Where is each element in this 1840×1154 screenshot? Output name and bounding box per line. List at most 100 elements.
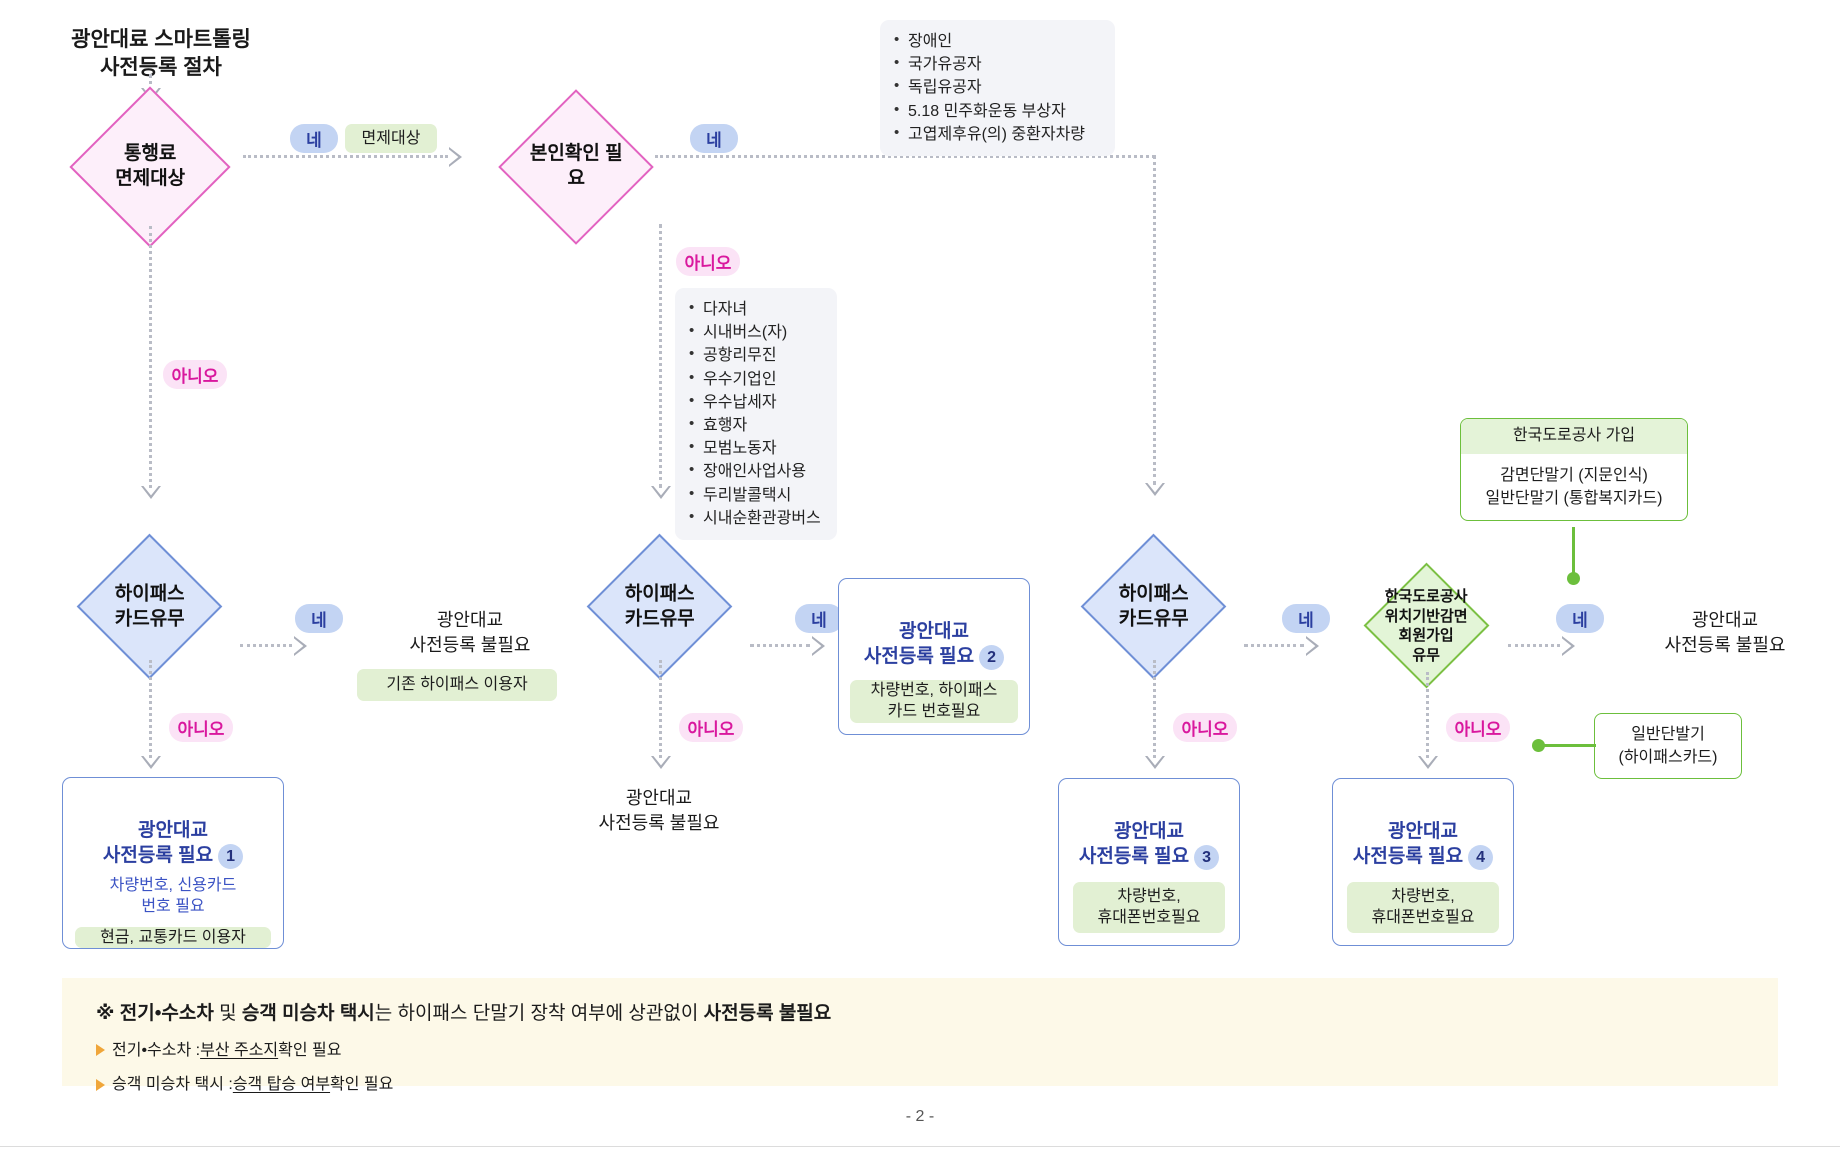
triangle-bullet-icon	[96, 1078, 105, 1091]
edge-label-no-hipass3: 아니오	[1173, 713, 1237, 742]
list-item: 우수납세자	[689, 390, 821, 414]
connector-exjoin-dot	[1567, 572, 1580, 585]
edge-label-yes-exmember: 네	[1556, 604, 1604, 633]
connector-toll-no-down	[149, 226, 152, 488]
footer-note-headline: ※ 전기•수소차 및 승객 미승차 택시는 하이패스 단말기 장착 여부에 상관…	[96, 1000, 1744, 1029]
result-card-4-chip: 차량번호, 휴대폰번호필요	[1347, 881, 1499, 933]
decision-hipass-card-1-label: 하이패스 카드유무	[114, 582, 185, 629]
connector-identity-yes	[655, 155, 1155, 158]
info-box-general-unit-body: 일반단발기 (하이패스카드)	[1618, 725, 1718, 766]
footer-note-row-1-underline: 부산 주소지	[200, 1041, 279, 1059]
connector-generalunit-dot	[1532, 739, 1545, 752]
outcome-no-register-3: 광안대교 사전등록 불필요	[1664, 610, 1786, 656]
decision-hipass-card-3[interactable]: 하이패스 카드유무	[1080, 533, 1227, 680]
footer-divider	[0, 1146, 1840, 1147]
list-item: 5.18 민주화운동 부상자	[894, 99, 1099, 123]
footer-note-reg-2: 는 하이패스 단말기 장착 여부에 상관없이	[374, 1003, 704, 1024]
decision-toll-exempt-label: 통행료 면제대상	[115, 143, 185, 189]
connector-identity-no-down	[659, 224, 662, 488]
page-number: - 2 -	[905, 1108, 935, 1125]
list-identity-yes: 장애인 국가유공자 독립유공자 5.18 민주화운동 부상자 고엽제후유(의) …	[880, 20, 1115, 156]
result-card-1-number: 1	[218, 843, 244, 869]
connector-title-to-toll	[149, 74, 152, 92]
list-item: 국가유공자	[894, 52, 1099, 76]
list-item: 장애인사업사용	[689, 459, 821, 483]
info-box-ex-join-head: 한국도로공사 가입	[1461, 419, 1687, 454]
result-card-1-sub: 차량번호, 신용카드 번호 필요	[109, 876, 237, 916]
footer-note-row-2-pre: 승객 미승차 택시 :	[112, 1076, 233, 1094]
connector-hipass3-yes	[1244, 644, 1304, 647]
chevron-right-icon	[1562, 636, 1575, 656]
result-card-2-title: 광안대교 사전등록 필요	[863, 621, 975, 668]
footer-note-row-1-post: 확인 필요	[278, 1041, 342, 1059]
edge-label-no-toll: 아니오	[163, 360, 227, 389]
connector-hipass2-yes	[750, 644, 810, 647]
list-item: 시내버스(자)	[689, 320, 821, 344]
edge-label-no-hipass1: 아니오	[169, 713, 233, 742]
list-item: 우수기업인	[689, 367, 821, 391]
edge-label-yes-hipass2: 네	[795, 604, 843, 633]
chevron-right-icon	[812, 636, 825, 656]
chevron-right-icon	[1306, 636, 1319, 656]
decision-identity-check-label: 본인확인 필요	[529, 143, 623, 189]
chip-exempt-target: 면제대상	[345, 124, 437, 153]
triangle-bullet-icon	[96, 1044, 105, 1057]
footer-note-row-1-pre: 전기•수소차 :	[112, 1041, 201, 1059]
outcome-no-register-2: 광안대교 사전등록 불필요	[598, 788, 720, 834]
list-item: 장애인	[894, 29, 1099, 53]
decision-ex-member[interactable]: 한국도로공사 위치기반감면 회원가입 유무	[1363, 562, 1490, 689]
decision-toll-exempt[interactable]: 통행료 면제대상	[69, 86, 231, 248]
footer-note-row-2-post: 확인 필요	[330, 1076, 394, 1094]
outcome-no-register-1: 광안대교 사전등록 불필요	[409, 610, 531, 656]
result-card-3-title: 광안대교 사전등록 필요	[1078, 821, 1190, 868]
result-card-1-title: 광안대교 사전등록 필요	[102, 820, 214, 867]
edge-label-yes-hipass3: 네	[1282, 604, 1330, 633]
edge-label-yes-hipass1: 네	[295, 604, 343, 633]
decision-ex-member-label: 한국도로공사 위치기반감면 회원가입 유무	[1385, 587, 1468, 664]
footer-note: ※ 전기•수소차 및 승객 미승차 택시는 하이패스 단말기 장착 여부에 상관…	[62, 978, 1778, 1093]
connector-generalunit-line	[1540, 744, 1596, 747]
footer-note-bold-2: 승객 미승차 택시	[241, 1003, 375, 1024]
decision-hipass-card-2-label: 하이패스 카드유무	[624, 582, 695, 629]
connector-exmember-yes	[1508, 644, 1560, 647]
result-card-3-chip: 차량번호, 휴대폰번호필요	[1073, 881, 1225, 933]
edge-label-yes-identity: 네	[690, 124, 738, 153]
connector-identity-yes-down	[1153, 155, 1156, 485]
info-box-ex-join: 한국도로공사 가입 감면단말기 (지문인식) 일반단말기 (통합복지카드)	[1460, 418, 1688, 522]
footer-note-row-1: 전기•수소차 : 부산 주소지 확인 필요	[96, 1038, 1744, 1064]
list-item: 다자녀	[689, 297, 821, 321]
result-card-4-number: 4	[1468, 844, 1494, 870]
edge-label-yes-toll: 네	[290, 124, 338, 153]
page-title: 광안대료 스마트톨링 사전등록 절차	[71, 28, 251, 80]
connector-exmember-no-down	[1426, 672, 1429, 758]
footer-note-row-2-underline: 승객 탑승 여부	[232, 1076, 331, 1094]
footer-note-bold-1: ※ 전기•수소차	[96, 1003, 214, 1024]
decision-identity-check[interactable]: 본인확인 필요	[498, 89, 654, 245]
list-item: 효행자	[689, 413, 821, 437]
result-card-4-title: 광안대교 사전등록 필요	[1352, 821, 1464, 868]
decision-hipass-card-2[interactable]: 하이패스 카드유무	[586, 533, 733, 680]
connector-hipass1-no-down	[149, 660, 152, 758]
info-box-general-unit: 일반단발기 (하이패스카드)	[1594, 713, 1742, 779]
footer-note-bold-3: 사전등록 불필요	[703, 1003, 832, 1024]
footer-note-reg-1: 및	[213, 1003, 242, 1024]
edge-label-no-identity: 아니오	[676, 247, 740, 276]
list-identity-no: 다자녀 시내버스(자) 공항리무진 우수기업인 우수납세자 효행자 모범노동자 …	[675, 288, 837, 540]
footer-note-row-2: 승객 미승차 택시 : 승객 탑승 여부 확인 필요	[96, 1072, 1744, 1098]
decision-hipass-card-1[interactable]: 하이패스 카드유무	[76, 533, 223, 680]
result-card-2-chip: 차량번호, 하이패스 카드 번호필요	[850, 679, 1018, 723]
list-item: 모범노동자	[689, 436, 821, 460]
connector-hipass3-no-down	[1153, 660, 1156, 758]
chip-existing-hipass-user: 기존 하이패스 이용자	[357, 669, 557, 701]
result-card-2-number: 2	[979, 644, 1005, 670]
connector-hipass1-yes	[240, 644, 292, 647]
edge-label-no-hipass2: 아니오	[679, 713, 743, 742]
